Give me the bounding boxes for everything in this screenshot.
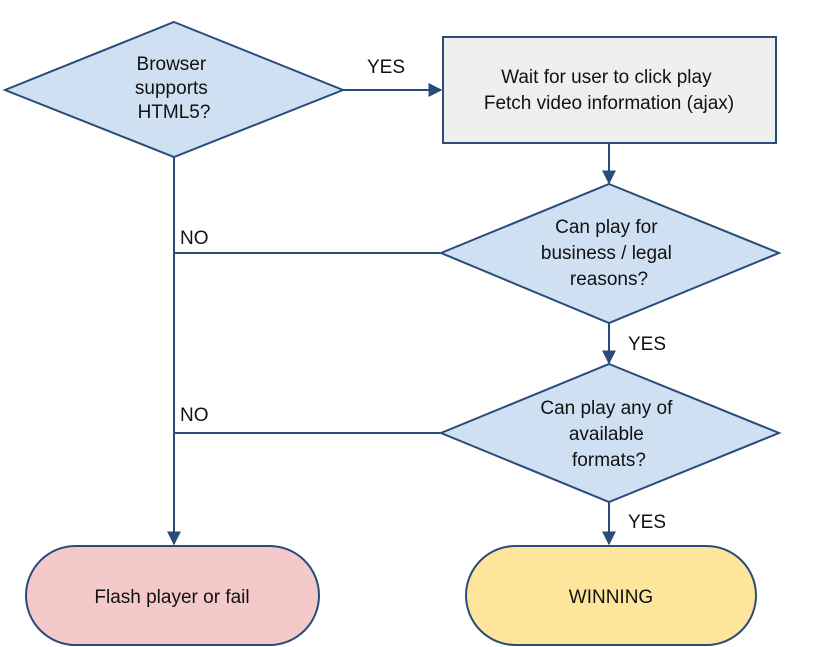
process-wait-fetch-line-1: Wait for user to click play	[501, 67, 712, 88]
edge-label-html5-yes: YES	[367, 57, 405, 78]
svg-text:Can play for business /: Can play for business / legal reasons?	[541, 217, 677, 290]
terminal-winning: WINNING	[465, 545, 757, 646]
svg-text:Browser supports H: Browser supports HTML5?	[135, 54, 213, 123]
edge-label-format-yes: YES	[628, 512, 666, 533]
process-wait-fetch: Wait for user to click play Fetch video …	[442, 36, 777, 144]
terminal-winning-shape	[465, 545, 757, 646]
decision-business-legal: Can play for business / legal reasons?	[438, 182, 782, 325]
terminal-winning-label: WINNING	[569, 587, 653, 608]
decision-formats-line-1: Can play any of	[540, 398, 673, 419]
process-wait-fetch-shape	[442, 36, 777, 144]
decision-business-legal-shape	[438, 182, 782, 325]
terminal-fallback-label: Flash player or fail	[94, 587, 249, 608]
decision-business-line-1: Can play for	[555, 217, 658, 238]
decision-formats-shape	[438, 362, 782, 504]
edge-label-business-yes: YES	[628, 334, 666, 355]
decision-formats-line-3: formats?	[572, 450, 646, 471]
connectors	[167, 83, 616, 546]
edge-label-business-no: NO	[180, 228, 209, 249]
terminal-fallback-shape	[25, 545, 320, 646]
terminal-fallback: Flash player or fail	[25, 545, 320, 646]
svg-text:WINNING: WINNING	[569, 587, 653, 608]
svg-text:Wait for user to click play: Wait for user to click play Fetch video …	[484, 67, 734, 114]
decision-html5-line-1: Browser	[137, 54, 207, 75]
decision-html5-shape	[2, 20, 346, 159]
decision-html5-line-3: HTML5?	[138, 102, 211, 123]
decision-html5-line-2: supports	[135, 78, 208, 99]
decision-business-line-2: business / legal	[541, 243, 672, 264]
edge-label-format-no: NO	[180, 405, 209, 426]
decision-formats-line-2: available	[569, 424, 644, 445]
svg-text:Can play any of availabl: Can play any of available formats?	[540, 398, 677, 471]
process-wait-fetch-line-2: Fetch video information (ajax)	[484, 93, 734, 114]
decision-formats: Can play any of available formats?	[438, 362, 782, 504]
decision-business-line-3: reasons?	[570, 269, 648, 290]
decision-html5: Browser supports HTML5?	[2, 20, 346, 159]
svg-text:Flash player or fail: Flash player or fail	[94, 587, 249, 608]
